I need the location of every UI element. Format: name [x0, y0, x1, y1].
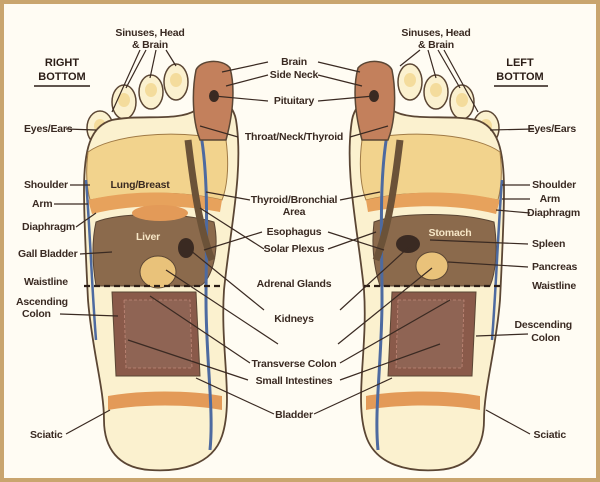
- right-outer-line: [84, 179, 98, 341]
- label-brain: Brain: [281, 56, 307, 68]
- left-toe-fourth-pad: [456, 93, 468, 107]
- label-waistline-left: Waistline: [532, 280, 576, 292]
- label-ascending-1: Ascending: [16, 296, 68, 308]
- label-small-intestines: Small Intestines: [256, 375, 333, 387]
- left-diaphragm-zone: [366, 192, 500, 214]
- label-solar-plexus: Solar Plexus: [264, 243, 325, 255]
- left-outer-line: [490, 179, 504, 341]
- label-liver: Liver: [136, 231, 160, 243]
- right-sciatic-band: [108, 391, 222, 410]
- left-sciatic-band: [366, 391, 480, 410]
- label-esophagus: Esophagus: [267, 226, 322, 238]
- label-descending-2: Colon: [531, 332, 560, 344]
- label-sciatic-right: Sciatic: [30, 429, 63, 441]
- left-foot: [348, 60, 505, 472]
- label-shoulder-right: Shoulder: [24, 179, 68, 191]
- label-thyroid-bronchial-1: Thyroid/Bronchial: [251, 194, 338, 206]
- label-sinuses-left-2: & Brain: [418, 39, 454, 51]
- left-small-intestine-zone: [395, 299, 465, 369]
- label-spleen: Spleen: [532, 238, 565, 250]
- right-gall-bladder-zone: [139, 255, 177, 289]
- right-throat-zone: [184, 139, 216, 262]
- label-eyes-ears-left: Eyes/Ears: [528, 123, 577, 135]
- left-adrenal-zone: [396, 235, 420, 253]
- label-stomach: Stomach: [429, 227, 472, 239]
- label-sciatic-left: Sciatic: [534, 429, 567, 441]
- left-bottom-header-line1: LEFT: [506, 57, 534, 69]
- label-shoulder-left: Shoulder: [532, 179, 576, 191]
- left-pancreas-zone: [415, 251, 449, 281]
- right-bottom-header-line2: BOTTOM: [38, 71, 85, 83]
- right-bottom-header-line1: RIGHT: [45, 57, 80, 69]
- label-throat: Throat/Neck/Thyroid: [245, 131, 343, 143]
- label-diaphragm-left: Diaphragm: [527, 207, 580, 219]
- label-pituitary: Pituitary: [274, 95, 315, 107]
- right-toe-third-pad: [145, 83, 157, 97]
- label-sinuses-right-2: & Brain: [132, 39, 168, 51]
- left-toe-second-pad: [404, 73, 416, 87]
- label-arm-left: Arm: [540, 193, 560, 205]
- right-diaphragm-zone: [88, 192, 222, 214]
- label-diaphragm-right: Diaphragm: [22, 221, 75, 233]
- right-toe-second-pad: [170, 73, 182, 87]
- label-eyes-ears-right: Eyes/Ears: [24, 123, 73, 135]
- label-pancreas: Pancreas: [532, 261, 577, 273]
- label-transverse-colon: Transverse Colon: [252, 358, 337, 370]
- right-spine-line: [196, 119, 213, 451]
- label-lung-breast: Lung/Breast: [110, 179, 170, 191]
- leader-lines: [54, 49, 535, 435]
- label-kidneys: Kidneys: [274, 313, 314, 325]
- label-bladder: Bladder: [275, 409, 313, 421]
- label-gall-bladder: Gall Bladder: [18, 248, 78, 260]
- label-arm-right: Arm: [32, 198, 52, 210]
- label-sinuses-right-1: Sinuses, Head: [115, 27, 184, 39]
- right-small-intestine-zone: [123, 299, 193, 369]
- label-descending-1: Descending: [514, 319, 572, 331]
- right-shoulder-blade-zone: [132, 205, 188, 221]
- left-spine-line: [375, 119, 392, 451]
- label-ascending-2: Colon: [22, 308, 51, 320]
- label-side-neck: Side Neck: [270, 69, 319, 81]
- right-adrenal-zone: [178, 238, 194, 258]
- left-toe-third-pad: [430, 83, 442, 97]
- right-foot: [83, 60, 240, 472]
- left-bottom-header-line2: BOTTOM: [496, 71, 543, 83]
- label-waistline-right: Waistline: [24, 276, 68, 288]
- label-adrenal-glands: Adrenal Glands: [257, 278, 332, 290]
- right-toe-fourth-pad: [118, 93, 130, 107]
- left-throat-zone: [372, 139, 404, 262]
- label-thyroid-bronchial-2: Area: [283, 206, 306, 218]
- label-sinuses-left-1: Sinuses, Head: [401, 27, 470, 39]
